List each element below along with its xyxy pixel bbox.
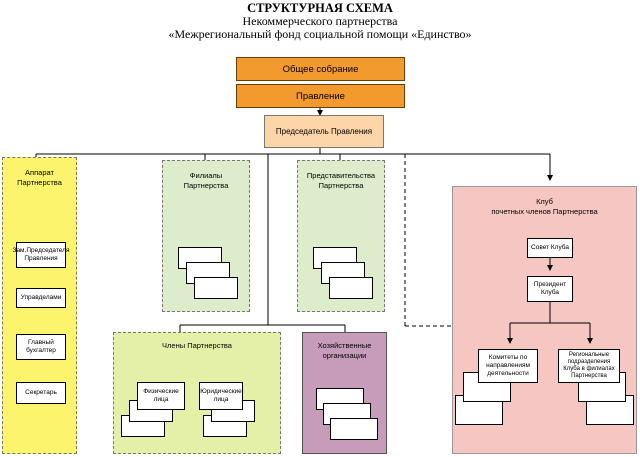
club-label-line1: Клуб — [536, 197, 553, 206]
diagram-title: СТРУКТУРНАЯ СХЕМА — [247, 1, 393, 15]
club-label-line2: почетных членов Партнерства — [491, 207, 598, 216]
representation-card — [329, 277, 373, 299]
diagram-subtitle: Некоммерческого партнерства — [242, 14, 398, 28]
members-label: Члены Партнерства — [162, 341, 232, 350]
economic-label-line1: Хозяйственные — [317, 341, 372, 350]
deputy-chairman-box: Зам.Председателя Правления — [13, 242, 70, 268]
branch-card — [194, 277, 238, 299]
apparatus-label-line2: Партнерства — [17, 178, 62, 187]
regional-units-box: Региональные подразделения Клуба в филиа… — [558, 349, 620, 383]
committees-box: Комитеты по направлениям деятельности — [478, 349, 538, 383]
club-council-box: Совет Клуба — [527, 238, 573, 258]
office-manager-box: Управделами — [16, 288, 66, 308]
secretary-box: Секретарь — [16, 382, 66, 404]
representations-label-line1: Представительства — [306, 171, 376, 180]
apparatus-label-line1: Аппарат — [25, 168, 54, 177]
organization-name: «Межрегиональный фонд социальной помощи … — [168, 27, 472, 41]
board-box: Правление — [236, 84, 405, 108]
branches-label-line1: Филиалы — [189, 171, 223, 180]
legal-entities-box: Юридические лица — [199, 382, 243, 410]
club-president-box: Президент Клуба — [527, 276, 573, 302]
representations-label-line2: Партнерства — [318, 181, 364, 190]
individuals-box: Физические лица — [137, 382, 185, 410]
branches-label-line2: Партнерства — [183, 181, 229, 190]
chairman-box: Председатель Правления — [264, 115, 384, 148]
economic-label-line2: организации — [322, 351, 367, 360]
chief-accountant-box: Главный бухгалтер — [16, 334, 66, 360]
economic-org-card — [330, 418, 378, 440]
general-meeting-box: Общее собрание — [236, 57, 405, 81]
